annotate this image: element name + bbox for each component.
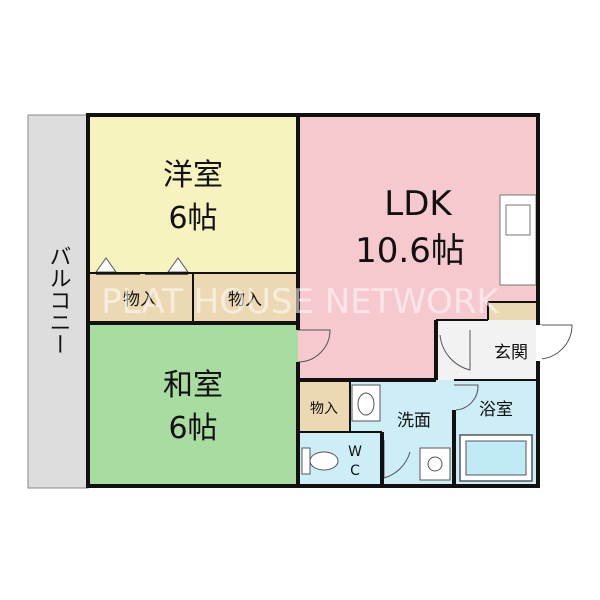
door-swing-entrance: [439, 330, 471, 371]
storage-3-label: 物入: [310, 401, 338, 417]
japanese-room-name: 和室: [163, 368, 223, 403]
bathroom-label: 浴室: [479, 400, 513, 420]
drain-icon: [427, 456, 443, 472]
wash-basin-bowl: [357, 392, 375, 416]
door-swing-bathroom: [454, 384, 479, 411]
toilet-tank: [301, 447, 311, 475]
walls: [86, 113, 540, 488]
western-room-area: [88, 115, 298, 273]
storage-2-area: [193, 273, 298, 323]
door-swing-ldk: [297, 329, 331, 363]
balcony-area: [27, 114, 89, 489]
ldk-name: LDK: [384, 184, 453, 224]
wc-label-w: W: [348, 444, 362, 460]
ldk-size: 10.6帖: [355, 231, 465, 271]
balcony-label: バルコニー: [46, 245, 71, 355]
kitchen-sink: [505, 204, 531, 236]
outer-door-opening: [536, 325, 542, 361]
japanese-room-area: [88, 323, 298, 486]
storage-1-area: [88, 273, 193, 323]
western-room-size: 6帖: [168, 201, 217, 236]
wc-label-c: C: [350, 463, 360, 479]
japanese-room-size: 6帖: [168, 411, 217, 446]
entrance-area: [436, 320, 538, 380]
entrance-step: [488, 302, 538, 320]
entrance-label: 玄関: [494, 343, 528, 363]
toilet-bowl-icon: [309, 451, 339, 471]
washing-machine-pan: [419, 447, 451, 481]
door-swing-outer: [537, 324, 573, 360]
storage-1-label: 物入: [123, 290, 157, 310]
western-room-name: 洋室: [163, 158, 223, 193]
bathtub-inner: [465, 440, 527, 476]
storage-2-label: 物入: [228, 290, 262, 310]
washroom-label: 洗面: [397, 411, 431, 431]
storage-3-area: [298, 380, 350, 432]
watermark: PLAT HOUSE NETWORK: [101, 282, 500, 322]
door-swing-washroom: [383, 440, 411, 479]
